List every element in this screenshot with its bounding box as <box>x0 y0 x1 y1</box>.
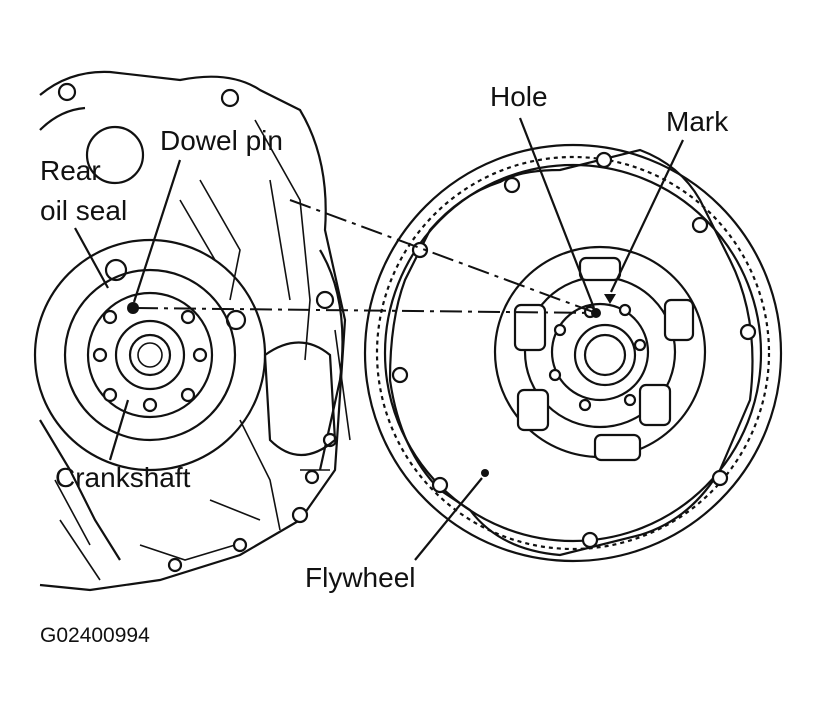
figure-code: G02400994 <box>40 624 150 647</box>
dowel-pin-label: Dowel pin <box>160 125 283 156</box>
flywheel-drawing <box>363 143 783 563</box>
engine-block-rear <box>33 70 351 592</box>
flywheel-label: Flywheel <box>305 562 415 593</box>
mark-label: Mark <box>666 106 729 137</box>
hole-label: Hole <box>490 81 548 112</box>
leader-lines <box>74 117 684 561</box>
rear-oil-seal-label-line1: Rear <box>40 155 101 186</box>
crankshaft-label: Crankshaft <box>55 462 191 493</box>
alignment-lines <box>135 199 597 314</box>
rear-oil-seal-label-line2: oil seal <box>40 195 127 226</box>
